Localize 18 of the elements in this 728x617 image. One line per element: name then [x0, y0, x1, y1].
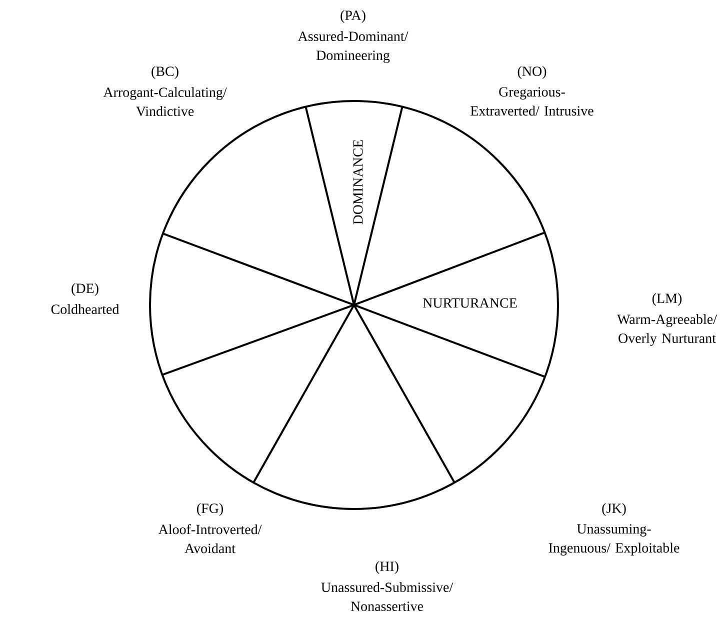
- octant-label: Arrogant-Calculating/ Vindictive: [103, 87, 227, 116]
- octant-code: (NO): [518, 66, 546, 79]
- octant-code: (BC): [152, 66, 178, 79]
- axis-label: DOMINANCE: [353, 140, 363, 224]
- octant-label: Unassured-Submissive/ Nonassertive: [321, 582, 454, 612]
- octant-label: Assured-Dominant/ Domineering: [298, 31, 408, 63]
- octant-code: (DE): [72, 283, 98, 296]
- octant-code: (JK): [602, 503, 626, 516]
- axis-label: NURTURANCE: [423, 298, 517, 308]
- octant-label: Unassuming-Ingenuous/ Exploitable: [548, 524, 680, 556]
- octant-code: (HI): [376, 561, 398, 574]
- octant-code: (PA): [340, 10, 366, 23]
- octant-label: Coldhearted: [51, 304, 120, 314]
- octant-label: Gregarious-Extraverted/ Intrusive: [470, 87, 594, 116]
- octant-label: Warm-Agreeable/ Overly Nurturant: [617, 314, 717, 346]
- octant-label: Aloof-Introverted/ Avoidant: [158, 524, 262, 554]
- octant-code: (LM): [652, 293, 682, 306]
- octant-code: (FG): [197, 503, 223, 516]
